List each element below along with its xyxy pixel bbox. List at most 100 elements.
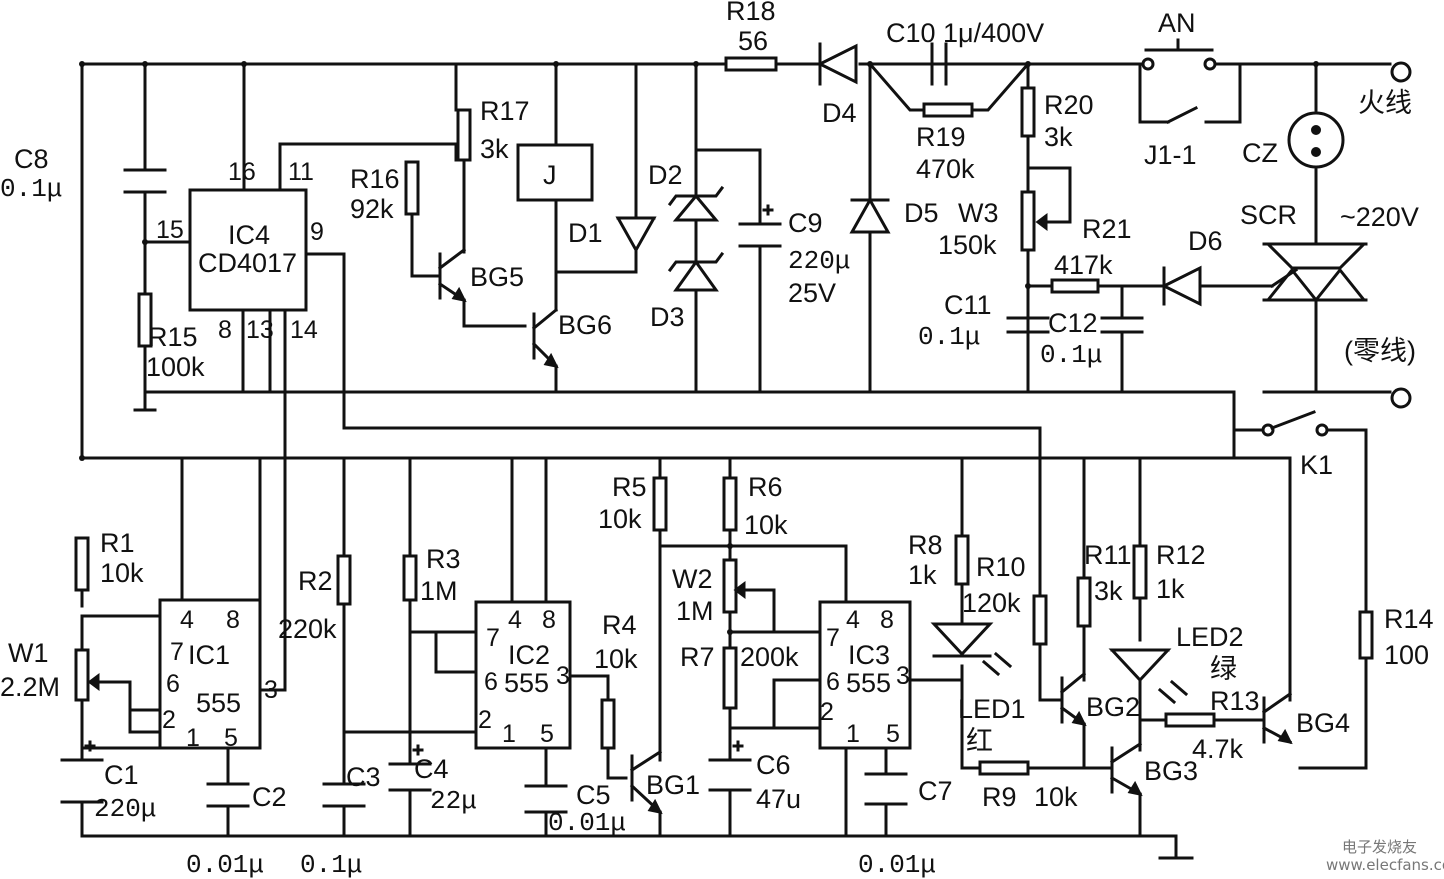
ic1-pin-7: 7 xyxy=(170,638,184,666)
label-r20: R20 xyxy=(1044,90,1094,120)
label-k1: K1 xyxy=(1300,450,1333,480)
r1-resistor xyxy=(74,536,90,592)
scr-gate xyxy=(1262,242,1368,302)
label-c11: C11 xyxy=(944,290,992,320)
j1-1-switch xyxy=(1165,105,1199,125)
label-r12: R12 xyxy=(1156,540,1206,570)
d2-bar xyxy=(667,185,725,207)
ic3-pin-7: 7 xyxy=(826,624,840,652)
label-r18: R18 xyxy=(726,0,776,26)
ic2-pin-4: 4 xyxy=(508,606,522,634)
components xyxy=(60,38,1374,815)
ic3-pin-4: 4 xyxy=(846,606,860,634)
label-r8-value: 1k xyxy=(908,560,937,590)
label-r21-value: 417k xyxy=(1054,250,1113,280)
label-220v: ~220V xyxy=(1340,202,1419,232)
label-led1-color: 红 xyxy=(966,726,993,756)
ic2-pin-7: 7 xyxy=(486,624,500,652)
ic2-pin-2: 2 xyxy=(478,706,492,734)
c7-capacitor xyxy=(864,772,908,806)
label-bg1: BG1 xyxy=(646,770,700,800)
label-c10: C10 1μ/400V xyxy=(886,18,1044,48)
ic1-box xyxy=(158,598,262,750)
ic3-box xyxy=(818,600,912,750)
label-bottom-c2: 0.01μ xyxy=(186,850,264,879)
label-r4-value: 10k xyxy=(594,644,638,674)
r19-resistor xyxy=(922,102,974,118)
label-led2: LED2 xyxy=(1176,622,1244,652)
label-r21: R21 xyxy=(1082,214,1132,244)
wires xyxy=(80,61,1392,860)
label-c1: C1 xyxy=(104,760,139,790)
label-c4: C4 xyxy=(414,754,449,784)
r16-resistor xyxy=(404,160,420,216)
label-r6-value: 10k xyxy=(744,510,788,540)
ic4-box xyxy=(188,188,308,312)
r21-resistor xyxy=(1050,278,1100,294)
ic1-pin-2: 2 xyxy=(162,706,176,734)
label-r9-value: 10k xyxy=(1034,782,1078,812)
c5-capacitor xyxy=(524,784,568,814)
terminal-live xyxy=(1390,61,1412,83)
label-c6-value: 47u xyxy=(756,784,801,814)
ic3-pin-8: 8 xyxy=(880,606,894,634)
label-live: 火线 xyxy=(1358,88,1412,118)
label-r9: R9 xyxy=(982,782,1017,812)
r3-resistor xyxy=(402,554,418,602)
label-c8: C8 xyxy=(14,144,49,174)
d1-diode xyxy=(615,216,657,254)
label-r16-value: 92k xyxy=(350,194,394,224)
label-c2: C2 xyxy=(252,782,287,812)
ic3-pin-6: 6 xyxy=(826,668,840,696)
ic3-pin-2: 2 xyxy=(820,698,834,726)
r17-resistor xyxy=(456,108,472,162)
label-r15-value: 100k xyxy=(146,352,205,382)
label-bottom-c7: 0.01μ xyxy=(858,850,936,879)
label-neutral: (零线) xyxy=(1344,336,1416,366)
label-w2-value: 1M xyxy=(676,596,714,626)
label-bg4: BG4 xyxy=(1296,708,1350,738)
c12-capacitor xyxy=(1100,316,1144,334)
label-bg3: BG3 xyxy=(1144,756,1198,786)
r8-resistor xyxy=(954,534,970,586)
label-bg2: BG2 xyxy=(1086,692,1140,722)
label-r1-value: 10k xyxy=(100,558,144,588)
r9-resistor xyxy=(978,760,1030,776)
label-d3: D3 xyxy=(650,302,685,332)
c9-plus-sign xyxy=(762,204,774,216)
label-r10-value: 120k xyxy=(962,588,1021,618)
terminal-neutral xyxy=(1390,387,1412,409)
c4-plus-sign xyxy=(412,744,424,756)
r10-resistor xyxy=(1032,594,1048,646)
ic2-box xyxy=(474,600,572,750)
label-r18-value: 56 xyxy=(738,26,768,56)
c11-capacitor xyxy=(1006,316,1050,334)
relay-coil xyxy=(516,143,594,202)
label-ic2-type: 555 xyxy=(504,668,549,698)
c2-capacitor xyxy=(206,782,250,808)
d6-diode xyxy=(1160,265,1202,307)
label-r14-value: 100 xyxy=(1384,640,1429,670)
bg2-arrow xyxy=(1071,710,1087,727)
label-r2-value: 220k xyxy=(278,614,337,644)
label-c11-value: 0.1μ xyxy=(918,322,980,352)
scr-triac xyxy=(1264,242,1368,302)
label-r7: R7 xyxy=(680,642,715,672)
watermark-url: www.elecfans.com xyxy=(1326,856,1444,874)
pin-9: 9 xyxy=(310,218,324,246)
label-r19: R19 xyxy=(916,122,966,152)
pin-15: 15 xyxy=(156,216,184,244)
label-r11: R11 xyxy=(1084,540,1132,570)
label-r5: R5 xyxy=(612,472,647,502)
d5-diode xyxy=(849,196,891,234)
c4-capacitor xyxy=(388,762,432,792)
label-c5-value: 0.01μ xyxy=(548,808,626,838)
ic3-pin-1: 1 xyxy=(846,720,860,748)
label-c5: C5 xyxy=(576,780,611,810)
junction-dots xyxy=(79,61,1319,635)
label-bg5: BG5 xyxy=(470,262,524,292)
label-r12-value: 1k xyxy=(1156,574,1185,604)
led2-diode xyxy=(1108,648,1172,683)
